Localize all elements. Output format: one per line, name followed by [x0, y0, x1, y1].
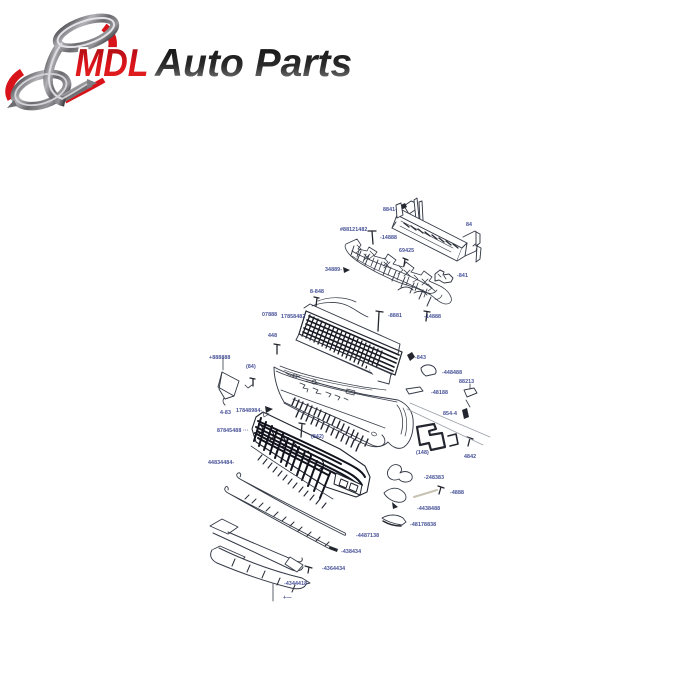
svg-text:69425: 69425	[399, 248, 414, 254]
svg-text:-4364434: -4364434	[322, 566, 345, 572]
svg-text:-14888: -14888	[380, 235, 397, 241]
svg-text:-843: -843	[415, 355, 426, 361]
svg-text:-48188: -48188	[431, 390, 448, 396]
svg-text:-48178838: -48178838	[410, 522, 436, 528]
svg-text:-841: -841	[457, 273, 468, 279]
svg-text:+—: +—	[283, 595, 292, 601]
svg-text:8-848: 8-848	[310, 289, 324, 295]
svg-text:87845488 ···: 87845488 ···	[217, 428, 249, 434]
svg-text:-448488: -448488	[442, 370, 462, 376]
svg-text:-438434: -438434	[341, 549, 361, 555]
svg-text:-4344418: -4344418	[284, 581, 307, 587]
svg-text:-4888: -4888	[450, 490, 464, 496]
svg-text:-248383: -248383	[424, 475, 444, 481]
svg-text:34889-: 34889-	[325, 267, 342, 273]
svg-text:88213: 88213	[459, 379, 474, 385]
svg-text:(842): (842)	[311, 434, 324, 440]
svg-text:-4487138: -4487138	[356, 533, 379, 539]
svg-text:854-4: 854-4	[443, 411, 457, 417]
svg-text:#88121482: #88121482	[340, 227, 367, 233]
svg-text:-8881: -8881	[388, 313, 402, 319]
svg-text:17858482: 17858482	[281, 314, 305, 320]
svg-text:-14888: -14888	[424, 314, 441, 320]
svg-text:448: 448	[268, 333, 277, 339]
svg-text:(84): (84)	[246, 364, 256, 370]
svg-text:84: 84	[466, 222, 472, 228]
svg-text:8841-: 8841-	[383, 207, 397, 213]
svg-text:07888: 07888	[262, 312, 277, 318]
svg-text:4842: 4842	[464, 454, 476, 460]
svg-text:(148): (148)	[416, 450, 429, 456]
svg-text:4-83: 4-83	[220, 410, 231, 416]
svg-text:+888888: +888888	[209, 355, 230, 361]
svg-text:17848984-: 17848984-	[236, 408, 262, 414]
svg-text:44834484-: 44834484-	[208, 460, 234, 466]
svg-text:MDL: MDL	[75, 41, 148, 85]
svg-text:-4438488: -4438488	[417, 506, 440, 512]
svg-text:Auto Parts: Auto Parts	[154, 42, 352, 85]
